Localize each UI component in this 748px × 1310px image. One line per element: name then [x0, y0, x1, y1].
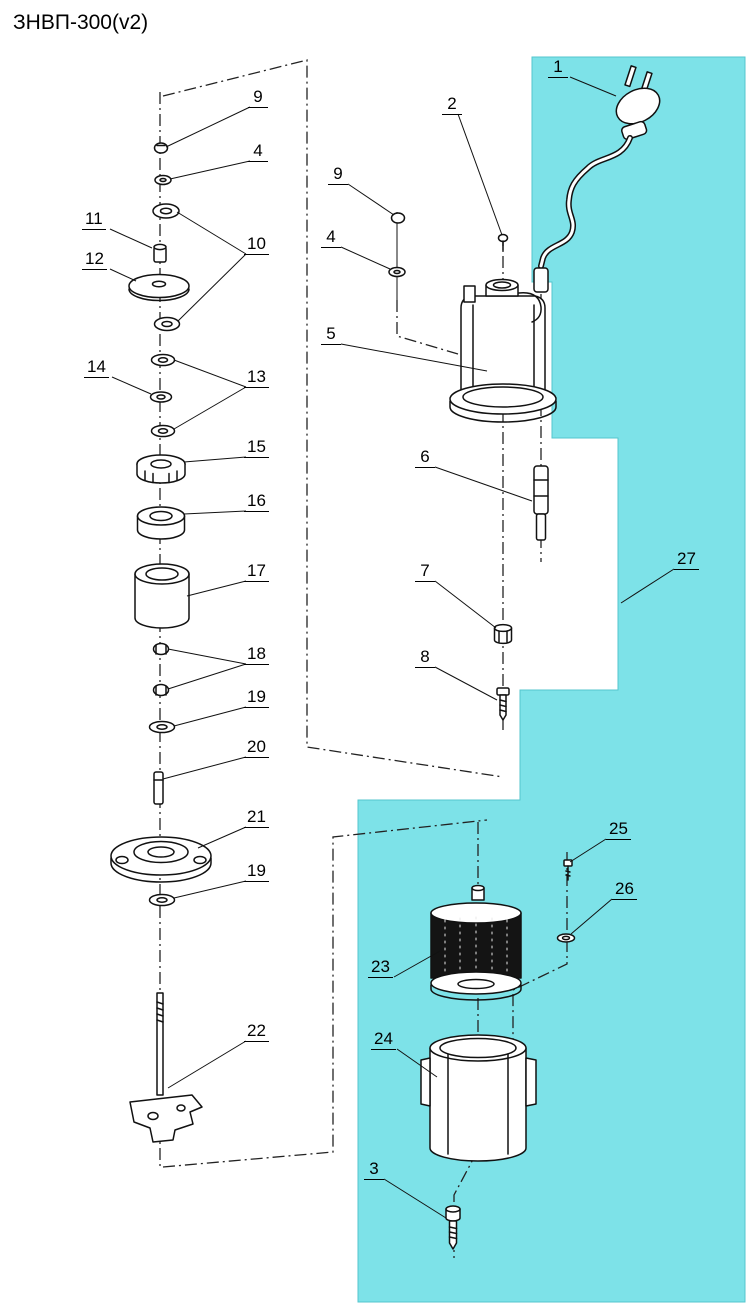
leader-lines — [109, 76, 675, 1219]
part-16-drawing — [136, 506, 186, 540]
part-4-left-drawing — [154, 174, 172, 186]
highlight-region — [357, 56, 746, 1303]
part-26-drawing — [556, 933, 576, 943]
part-5-drawing — [449, 278, 557, 423]
part-3-drawing — [445, 1205, 461, 1250]
part-10-lower-drawing — [153, 316, 181, 332]
part-18-upper-drawing — [152, 642, 170, 656]
parts-artwork — [110, 65, 661, 1250]
part-13-lower-drawing — [150, 424, 176, 438]
diagram-title: ЗНВП-300(v2) — [13, 11, 149, 34]
part-1-drawing — [533, 65, 661, 293]
part-15-drawing — [136, 454, 186, 484]
part-7-drawing — [493, 623, 513, 645]
part-17-drawing — [134, 563, 190, 629]
part-14-drawing — [149, 391, 173, 403]
part-10-upper-drawing — [152, 203, 180, 219]
part-12-drawing — [128, 273, 190, 302]
part-11-drawing — [153, 243, 167, 263]
part-18-lower-drawing — [152, 683, 170, 697]
part-19-upper-drawing — [148, 720, 176, 734]
part-4-right-drawing — [388, 266, 406, 278]
part-23-drawing — [430, 884, 522, 1001]
part-21-drawing — [110, 836, 212, 883]
part-8-drawing — [496, 687, 510, 721]
part-24-drawing — [420, 1034, 537, 1162]
part-13-upper-drawing — [150, 353, 176, 367]
part-6-drawing — [533, 465, 549, 541]
part-22-drawing — [129, 992, 203, 1143]
part-2-drawing — [497, 233, 509, 251]
part-19-lower-drawing — [148, 893, 176, 907]
part-20-drawing — [153, 771, 164, 805]
part-9-right-drawing — [390, 212, 406, 224]
part-25-drawing — [563, 859, 573, 881]
part-9-left-drawing — [153, 142, 169, 154]
